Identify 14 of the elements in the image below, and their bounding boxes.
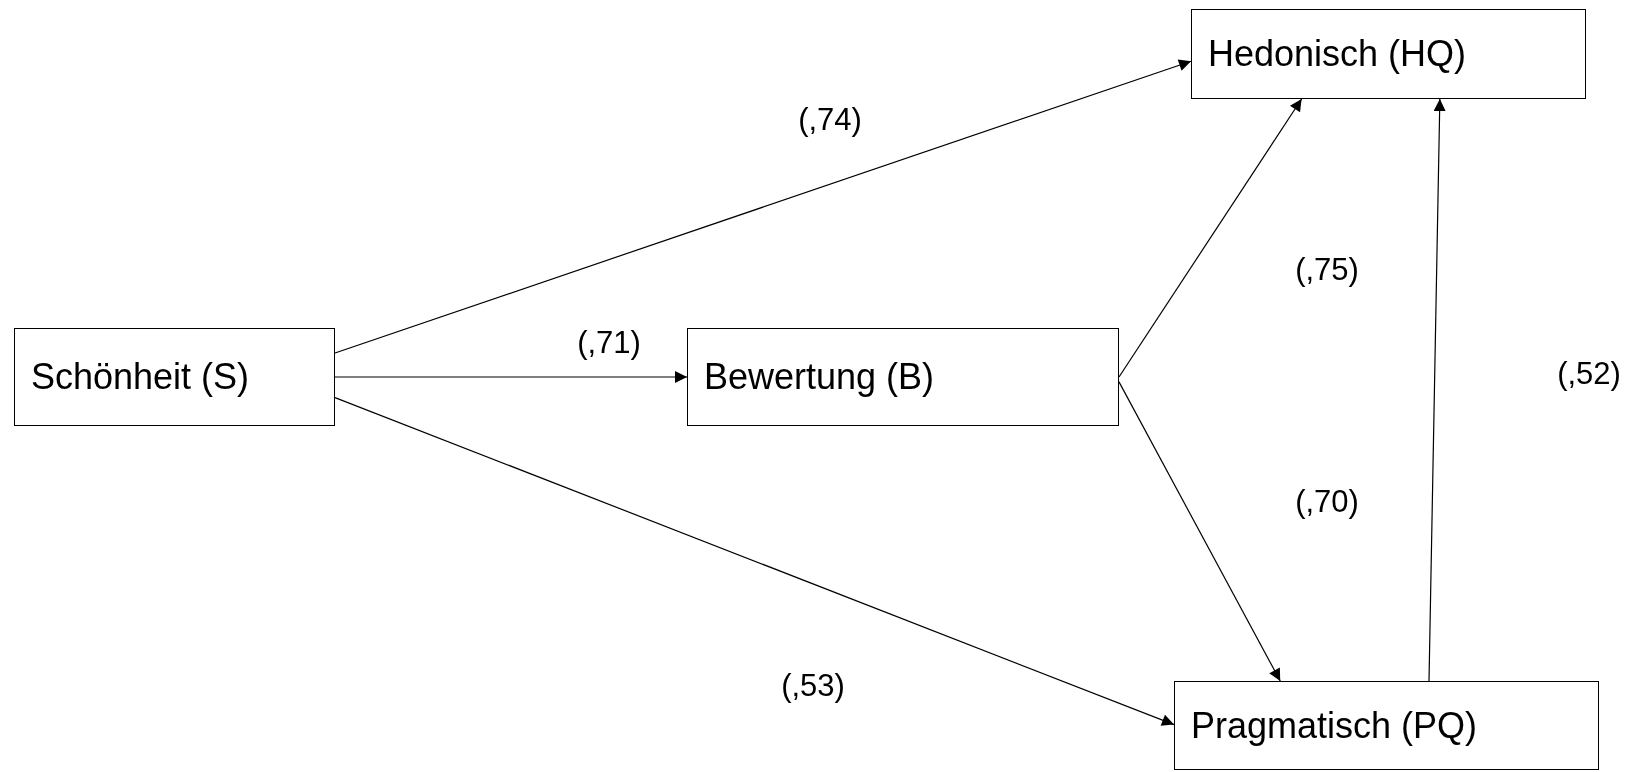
variable-label: Bewertung (B) — [704, 355, 935, 399]
arrow — [1118, 98, 1303, 378]
variable-label: Schönheit (S) — [31, 355, 250, 399]
variable-box — [1191, 9, 1586, 99]
arrow — [334, 59, 1192, 354]
variable-label: Hedonisch (HQ) — [1208, 32, 1467, 76]
variable-box — [1174, 681, 1599, 770]
arrow — [1428, 98, 1446, 682]
arrow — [334, 371, 688, 383]
variable-box — [687, 328, 1119, 426]
arrow — [1118, 381, 1281, 682]
variable-label: Pragmatisch (PQ) — [1191, 703, 1478, 748]
arrow — [334, 396, 1175, 726]
variable-box — [14, 328, 335, 426]
